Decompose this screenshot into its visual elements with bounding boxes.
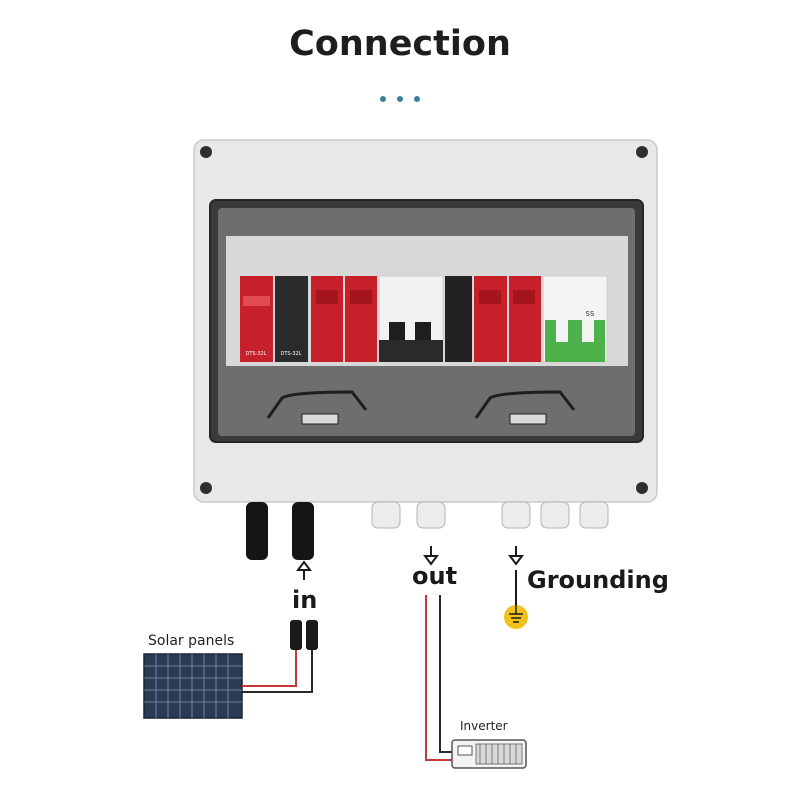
cable-gland-5 xyxy=(579,501,609,529)
spd-module-1 xyxy=(240,276,273,362)
ac-breaker-toggle-2 xyxy=(582,318,594,342)
spd-module-6 xyxy=(509,276,541,362)
label-out: out xyxy=(412,562,458,590)
accent-dots xyxy=(380,96,420,104)
ac-breaker-toggle-1 xyxy=(556,318,568,342)
spd-module-3-window xyxy=(316,290,338,304)
cover-handle-left xyxy=(266,390,368,419)
spd-module-2-label: DTS-32L xyxy=(280,351,301,357)
cable-gland-3 xyxy=(501,501,531,529)
mount-hole-tr xyxy=(636,146,648,158)
solar-wire-negative xyxy=(242,650,313,693)
spd-module-2 xyxy=(275,276,308,362)
in-arrow-icon xyxy=(296,560,312,580)
solar-wire-positive xyxy=(242,650,297,687)
mc4-connector-1 xyxy=(246,502,268,560)
spd-module-5-window xyxy=(479,290,501,304)
inline-connector-1 xyxy=(290,620,302,650)
out-wire-negative xyxy=(439,595,452,753)
cover-latch-left xyxy=(301,413,339,425)
terminal-block xyxy=(445,276,472,362)
label-in: in xyxy=(292,586,318,614)
mount-hole-tl xyxy=(200,146,212,158)
page-title: Connection xyxy=(289,24,511,64)
spd-module-6-window xyxy=(513,290,535,304)
cable-gland-1 xyxy=(371,501,401,529)
mc4-connector-2 xyxy=(292,502,314,560)
mount-hole-br xyxy=(636,482,648,494)
dc-breaker-base xyxy=(379,340,443,362)
ground-arrow-icon xyxy=(508,546,524,566)
inverter-icon xyxy=(451,739,527,769)
inline-connector-2 xyxy=(306,620,318,650)
out-wire-positive xyxy=(425,595,452,761)
out-arrow-icon xyxy=(423,546,439,566)
solar-panel-icon xyxy=(143,653,243,719)
spd-module-5 xyxy=(474,276,507,362)
mount-hole-bl xyxy=(200,482,212,494)
cover-handle-right xyxy=(474,390,576,419)
ground-symbol-icon xyxy=(504,605,528,629)
spd-module-4 xyxy=(345,276,377,362)
label-inverter: Inverter xyxy=(460,719,508,733)
spd-module-4-window xyxy=(350,290,372,304)
label-grounding: Grounding xyxy=(527,566,669,594)
spd-module-1-label: DTS-32L xyxy=(245,351,266,357)
ac-breaker-green xyxy=(545,320,605,362)
spd-module-3 xyxy=(311,276,343,362)
cover-latch-right xyxy=(509,413,547,425)
spd-module-1-stripe xyxy=(243,296,270,306)
label-solar-panels: Solar panels xyxy=(148,633,235,649)
cable-gland-4 xyxy=(540,501,570,529)
ac-breaker-label: SS xyxy=(586,310,595,318)
cable-gland-2 xyxy=(416,501,446,529)
